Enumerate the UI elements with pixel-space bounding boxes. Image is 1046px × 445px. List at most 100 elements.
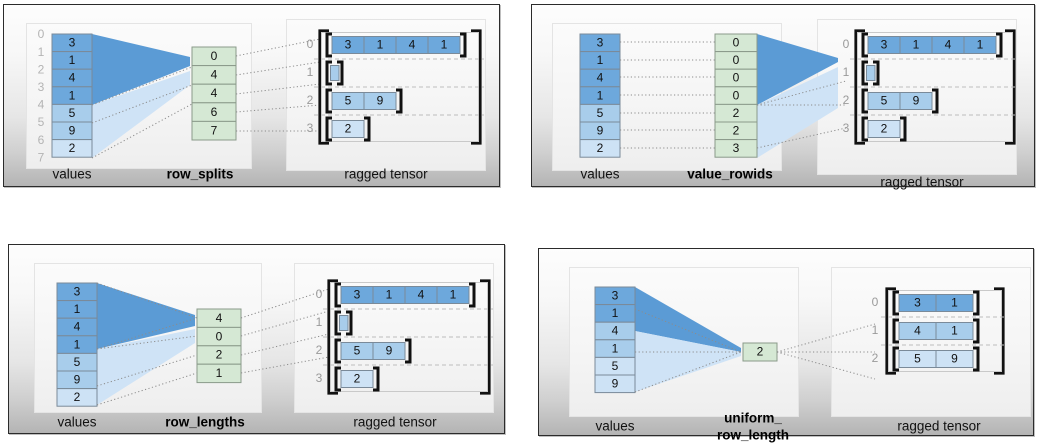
encoding-caption-line1: uniform_ <box>724 411 782 426</box>
tensor-cell-text: 3 <box>881 38 888 52</box>
encoding-caption: row_splits <box>167 167 234 182</box>
tensor-empty-cell <box>339 315 349 331</box>
tensor-row-label: 3 <box>843 121 850 135</box>
value-index-label: 5 <box>38 115 45 129</box>
encoding-cell-text: 0 <box>216 329 223 343</box>
value-index-label: 4 <box>38 98 45 112</box>
value-cell-text: 9 <box>69 123 76 137</box>
encoding-cell-text: 2 <box>757 345 764 359</box>
value-cell-text: 5 <box>597 106 604 120</box>
connector-dotted <box>776 351 876 380</box>
encoding-cell-text: 4 <box>211 68 218 82</box>
connector-dotted <box>634 308 742 353</box>
tensor-cell <box>427 36 461 54</box>
inner-bracket-right <box>973 318 980 344</box>
values-caption: values <box>52 167 91 182</box>
tensor-cell-text: 1 <box>913 38 920 52</box>
encoding-cell <box>196 363 242 384</box>
value-cell-text: 3 <box>612 288 619 302</box>
inner-bracket-right <box>364 116 371 142</box>
inner-bracket-right <box>973 290 980 316</box>
value-cell-text: 4 <box>597 71 604 85</box>
value-cell-text: 1 <box>612 306 619 320</box>
value-index-label: 3 <box>38 80 45 94</box>
tensor-cell <box>372 342 406 360</box>
value-cell-text: 9 <box>74 372 81 386</box>
tensor-cell-text: 9 <box>913 94 920 108</box>
tensor-cell-text: 5 <box>345 94 352 108</box>
encoding-cell-text: 2 <box>216 348 223 362</box>
tensor-frame <box>888 290 1002 372</box>
encoding-cell-text: 4 <box>216 311 223 325</box>
value-index-label: 2 <box>38 62 45 76</box>
encoding-cell <box>714 139 758 158</box>
tensor-cell-text: 3 <box>345 38 352 52</box>
encoding-caption: value_rowids <box>687 167 773 182</box>
connector-dotted <box>96 372 198 406</box>
value-cell-text: 1 <box>597 53 604 67</box>
tensor-cell-text: 1 <box>450 288 457 302</box>
inner-bracket-left <box>334 282 341 308</box>
tensor-cell-text: 1 <box>441 38 448 52</box>
value-index-label: 1 <box>38 45 45 59</box>
encoding-cell-text: 0 <box>733 71 740 85</box>
encoding-cell-text: 1 <box>216 366 223 380</box>
encoding-column: 4 0 2 1 <box>196 308 242 384</box>
outer-bracket-left <box>327 279 338 395</box>
fan-1 <box>97 329 195 405</box>
outer-bracket-left <box>885 287 896 375</box>
inner-bracket-right <box>932 88 939 114</box>
fan-1 <box>757 67 838 158</box>
encoding-cell-text: 6 <box>211 105 218 119</box>
tensor-cell <box>899 92 933 110</box>
inner-bracket-right <box>396 88 403 114</box>
encoding-cell-text: 0 <box>733 35 740 49</box>
tensor-cell-text: 2 <box>345 122 352 136</box>
inner-bracket-left <box>892 290 899 316</box>
tensor-cell-text: 1 <box>951 324 958 338</box>
tensor-cell <box>363 92 397 110</box>
encoding-caption-line2: row_length <box>717 428 789 443</box>
inner-bracket-left <box>861 32 868 58</box>
value-cell-text: 3 <box>69 35 76 49</box>
value-cell-text: 1 <box>69 88 76 102</box>
tensor-cell-text: 4 <box>409 38 416 52</box>
tensor-cell-text: 9 <box>377 94 384 108</box>
inner-bracket-left <box>325 32 332 58</box>
value-cell-text: 9 <box>597 123 604 137</box>
connector-dotted <box>240 288 330 319</box>
encoding-cell-text: 2 <box>733 106 740 120</box>
inner-bracket-left <box>325 116 332 142</box>
value-cell <box>51 139 93 158</box>
inner-bracket-left <box>325 60 332 86</box>
tensor-cell-text: 5 <box>914 352 921 366</box>
encoding-column: 2 <box>742 342 778 362</box>
inner-bracket-left <box>334 310 341 336</box>
values-caption: values <box>57 415 96 430</box>
tensor-empty-cell <box>866 65 876 81</box>
encoding-cell-text: 4 <box>211 86 218 100</box>
value-cell-text: 1 <box>74 302 81 316</box>
tensor-caption: ragged tensor <box>344 167 428 182</box>
tensor-cell <box>963 36 997 54</box>
inner-bracket-right <box>346 310 353 336</box>
connector-dotted <box>776 323 876 353</box>
connector-dotted <box>634 351 742 393</box>
tensor-cell-text: 4 <box>945 38 952 52</box>
connector-dotted <box>756 80 847 106</box>
encoding-cell-text: 0 <box>211 49 218 63</box>
encoding-caption: row_lengths <box>165 415 245 430</box>
inner-bracket-right <box>873 60 880 86</box>
value-cell-text: 1 <box>74 337 81 351</box>
value-index-label: 6 <box>38 133 45 147</box>
value-cell-text: 3 <box>597 35 604 49</box>
fan-1 <box>92 71 190 158</box>
value-cell-text: 9 <box>612 376 619 390</box>
